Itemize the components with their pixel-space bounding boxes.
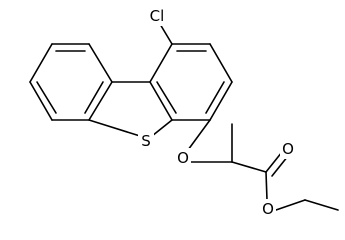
ring-left-bond-2 <box>88 43 113 83</box>
ring-right-bond-4 <box>209 81 233 121</box>
ring-right-bond-1 <box>149 43 173 83</box>
c-cl-bond <box>159 23 173 45</box>
ring-right-bond-3 <box>209 43 233 83</box>
sulfur-label-bg <box>138 131 154 151</box>
c-o-carbonyl-double-2 <box>271 155 289 177</box>
ether-oxygen-label-bg <box>175 148 191 168</box>
cquat-ccarbonyl-bond <box>231 161 267 173</box>
chlorine-atom-label: Cl <box>150 7 165 25</box>
ring-right-double-2 <box>205 81 225 114</box>
ring-left-bond-5 <box>29 81 53 121</box>
ring-left-bond-3 <box>88 81 113 121</box>
ring-left-double-3 <box>36 81 57 114</box>
carbonyl-oxygen-atom-label: O <box>282 140 294 158</box>
bond-layer <box>29 23 339 211</box>
carbonyl-oxygen-label-bg <box>280 139 296 159</box>
c-o-carbonyl-double-1 <box>265 151 283 173</box>
ring-right-double-3 <box>156 81 177 114</box>
ether-oxygen-atom-label: O <box>177 149 189 167</box>
o-ethyl-bond <box>275 199 306 211</box>
atom-label-layer: Cl S O O O <box>138 6 296 219</box>
ring-left-bond-6 <box>29 43 53 83</box>
thiophene-bond-3 <box>151 119 173 137</box>
ethyl-bond <box>304 199 339 211</box>
ring-left-double-2 <box>84 81 104 114</box>
thiophene-bond-2 <box>149 81 173 121</box>
chlorine-label-bg <box>145 6 169 26</box>
c-o-ether-bond <box>187 119 211 151</box>
ester-oxygen-atom-label: O <box>262 200 274 218</box>
structure-diagram: Cl S O O O <box>29 6 339 219</box>
molecule-canvas: Cl S O O O <box>29 6 339 219</box>
c-o-ester-bond <box>265 171 268 201</box>
sulfur-atom-label: S <box>141 132 151 150</box>
thiophene-bond-4 <box>88 119 141 137</box>
ester-oxygen-label-bg <box>260 199 276 219</box>
